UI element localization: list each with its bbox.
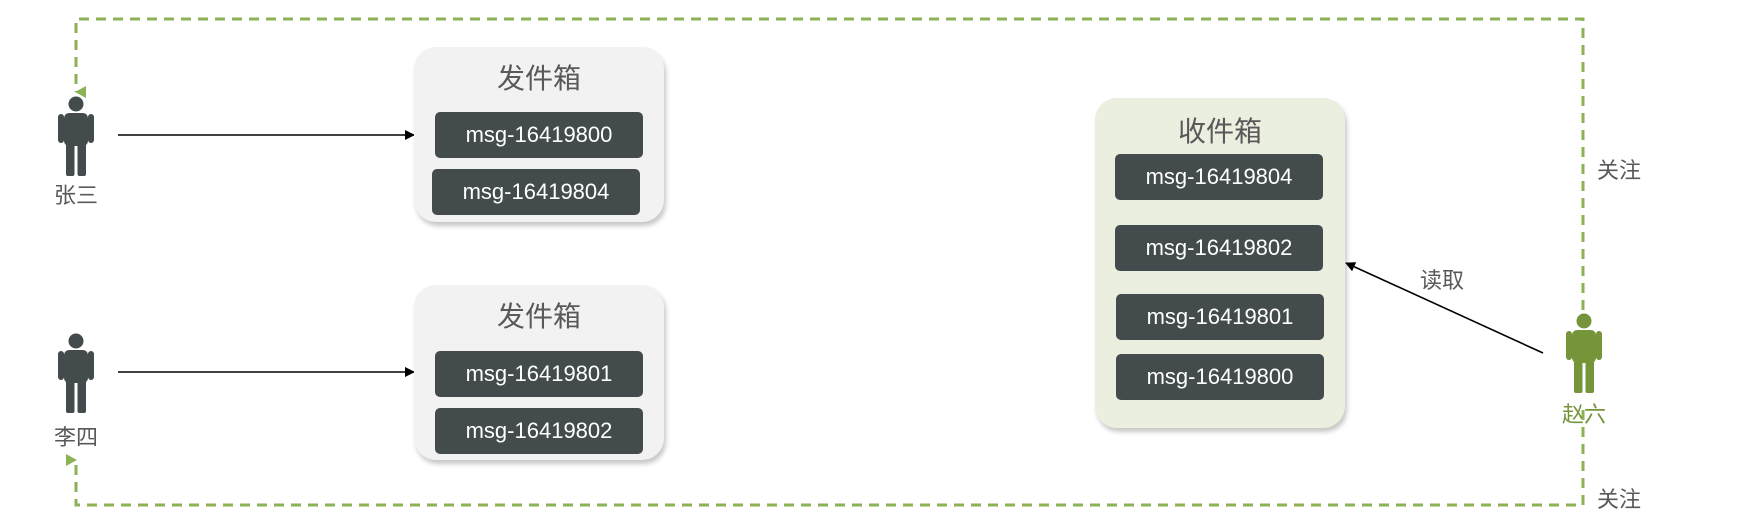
follow-zhangsan-line	[74, 17, 1585, 310]
inbox-title: 收件箱	[1177, 115, 1262, 148]
follow-top-label: 关注	[1597, 159, 1642, 184]
message-item: msg-16419801	[435, 351, 643, 397]
outbox-title: 发件箱	[496, 62, 581, 95]
message-item: msg-16419802	[1115, 225, 1323, 271]
person-lisi-icon	[58, 333, 94, 413]
person-lisi-label: 李四	[53, 426, 98, 451]
message-item: msg-16419804	[432, 169, 640, 215]
outbox-lisi: 发件箱 msg-16419801 msg-16419802	[414, 285, 664, 460]
message-item: msg-16419804	[1115, 154, 1323, 200]
person-zhaoliu-label: 赵六	[1561, 403, 1606, 428]
read-label: 读取	[1420, 269, 1465, 294]
message-item: msg-16419801	[1116, 294, 1324, 340]
follow-bottom-label: 关注	[1597, 488, 1642, 513]
message-item: msg-16419800	[1116, 354, 1324, 400]
zhaoliu-read-arrow	[1345, 262, 1544, 354]
person-zhangsan-label: 张三	[53, 184, 98, 209]
person-zhaoliu-icon	[1566, 313, 1602, 393]
outbox-zhangsan: 发件箱 msg-16419800 msg-16419804	[414, 47, 664, 222]
person-zhangsan-icon	[58, 96, 94, 176]
message-item: msg-16419800	[435, 112, 643, 158]
inbox-zhaoliu: 收件箱 msg-16419804 msg-16419802 msg-164198…	[1095, 98, 1345, 428]
follow-lisi-line	[66, 410, 1585, 507]
message-item: msg-16419802	[435, 408, 643, 454]
outbox-title: 发件箱	[496, 300, 581, 333]
